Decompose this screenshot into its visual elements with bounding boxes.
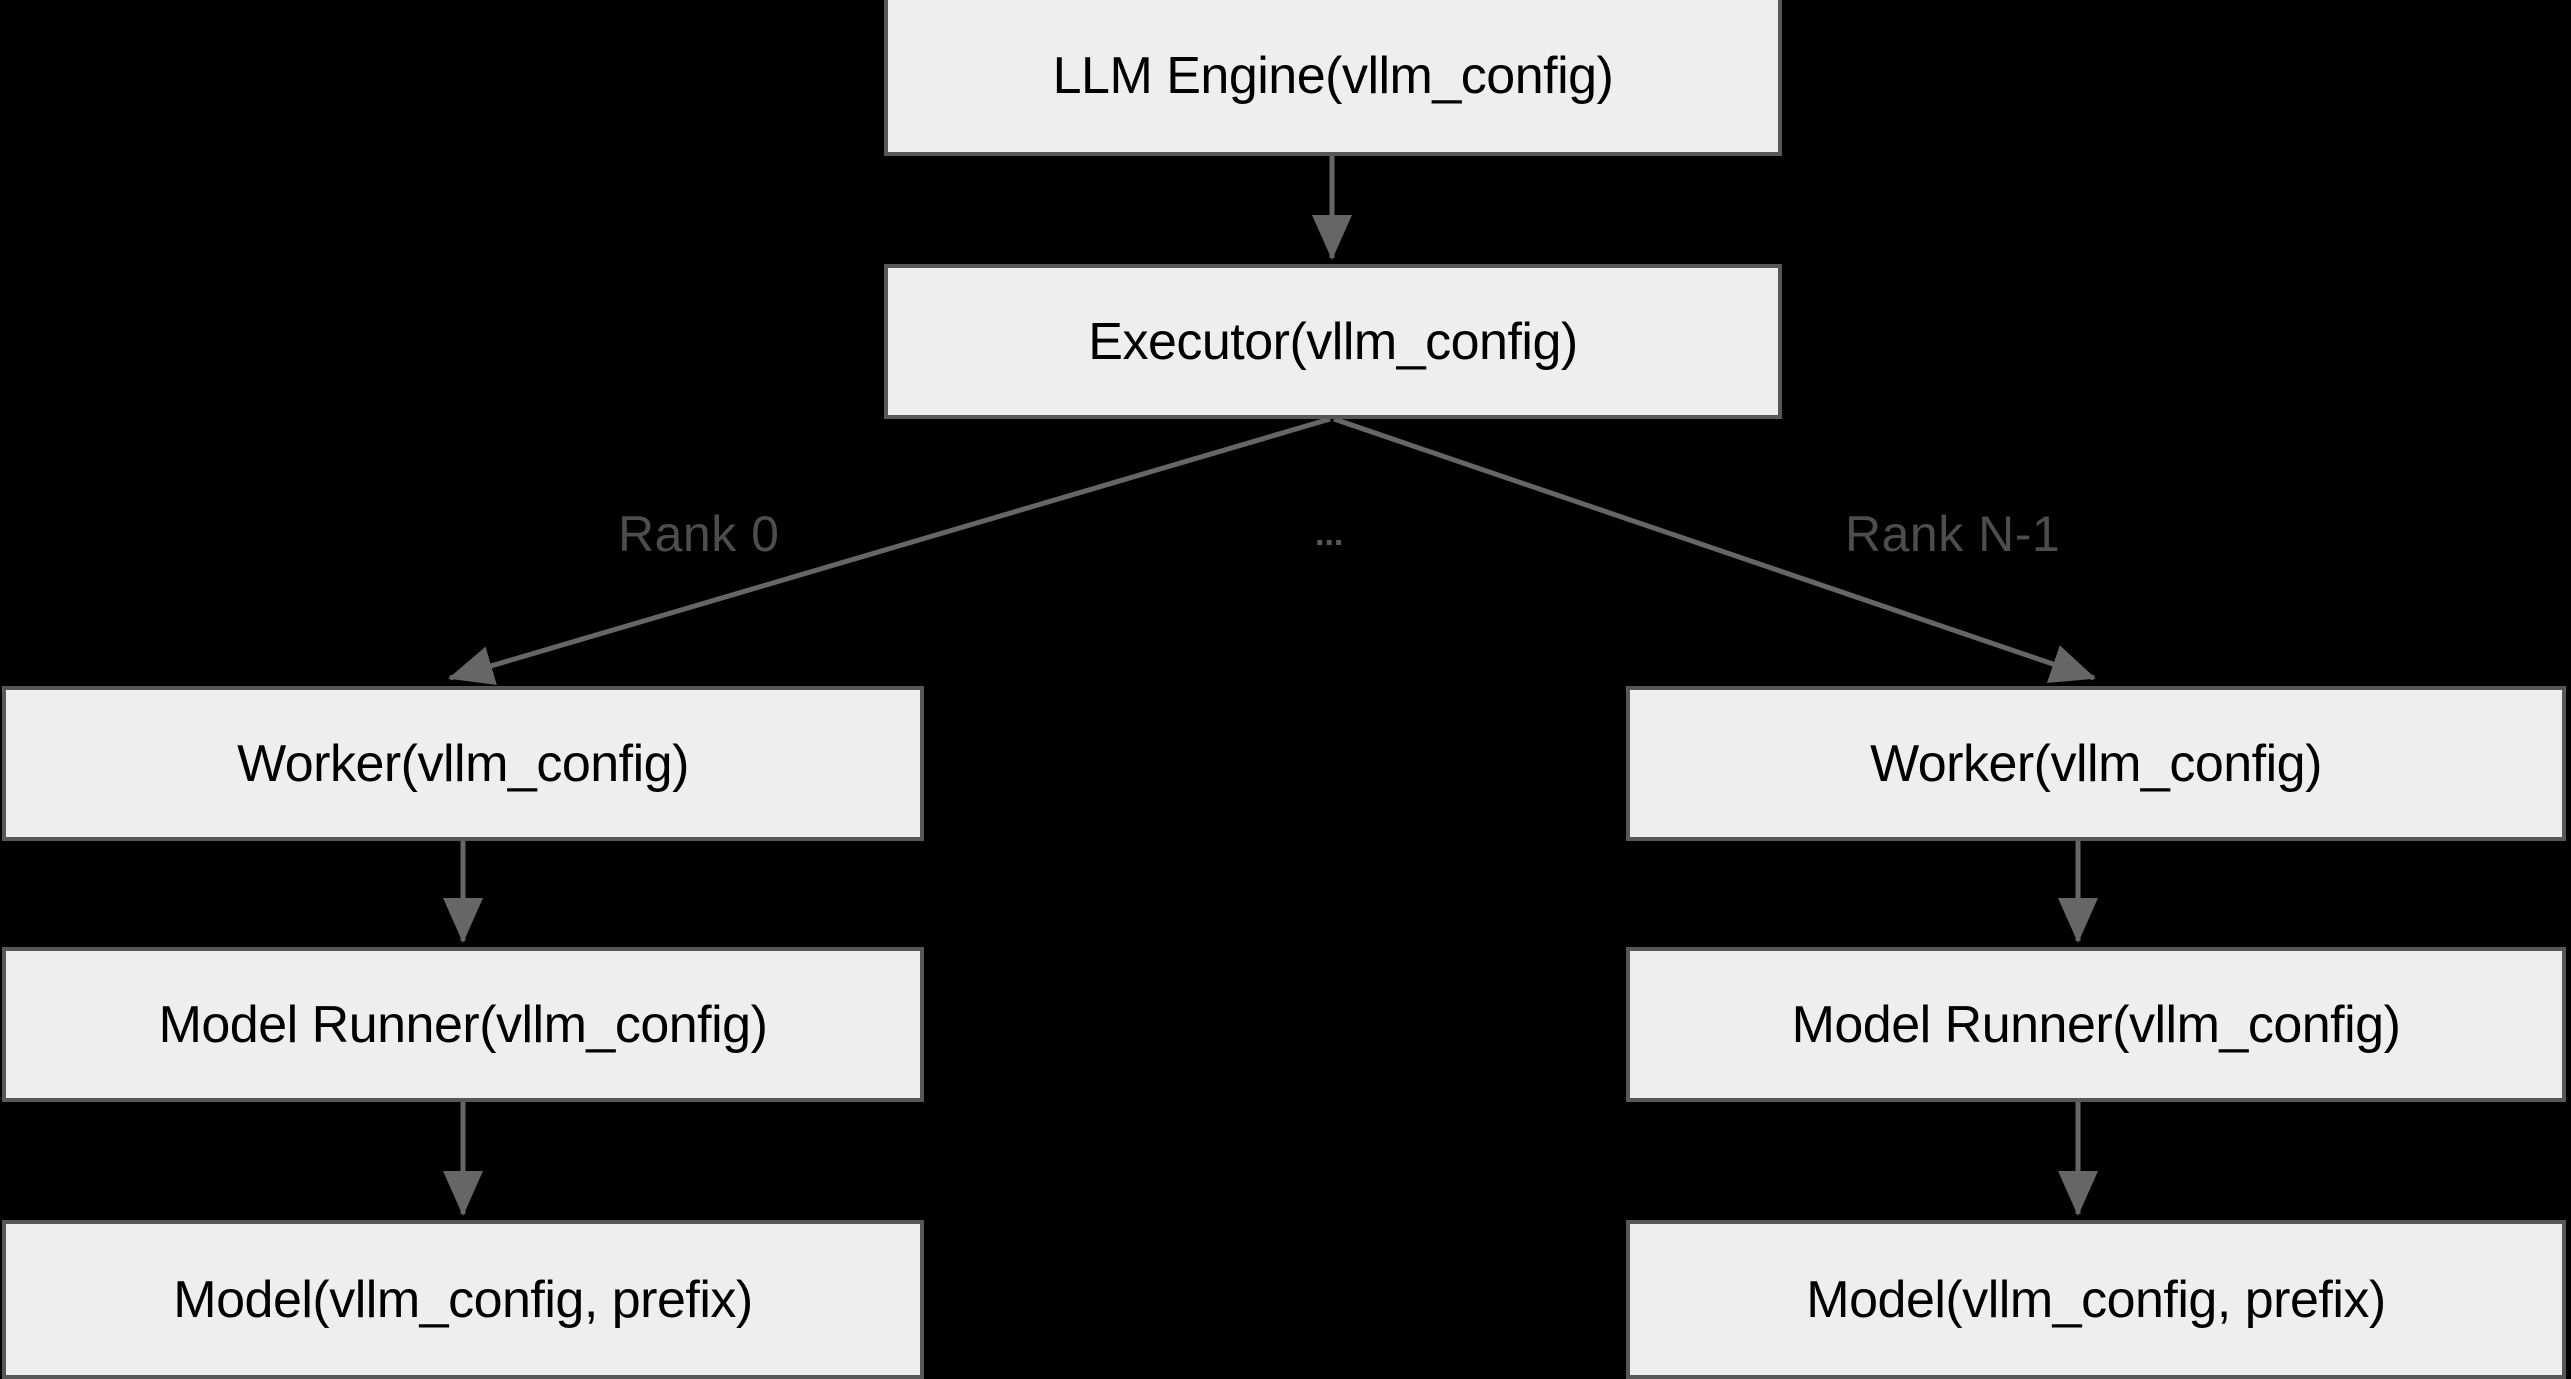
node-model-runner-rankn: Model Runner(vllm_config) (1626, 947, 2566, 1102)
node-model-rankn: Model(vllm_config, prefix) (1626, 1220, 2566, 1379)
node-llm-engine: LLM Engine(vllm_config) (884, 0, 1782, 156)
node-worker-rankn: Worker(vllm_config) (1626, 686, 2566, 841)
edge-label-rank-n-minus-1: Rank N-1 (1845, 506, 2061, 562)
edge-label-rank-0: Rank 0 (618, 506, 780, 562)
edge-executor-to-worker-rank0 (448, 416, 1331, 686)
edge-label-ellipsis: ... (1315, 515, 1344, 553)
node-model-rank0: Model(vllm_config, prefix) (2, 1220, 924, 1379)
node-model-runner-rank0: Model Runner(vllm_config) (2, 947, 924, 1102)
node-executor: Executor(vllm_config) (884, 264, 1782, 419)
node-worker-rank0: Worker(vllm_config) (2, 686, 924, 841)
